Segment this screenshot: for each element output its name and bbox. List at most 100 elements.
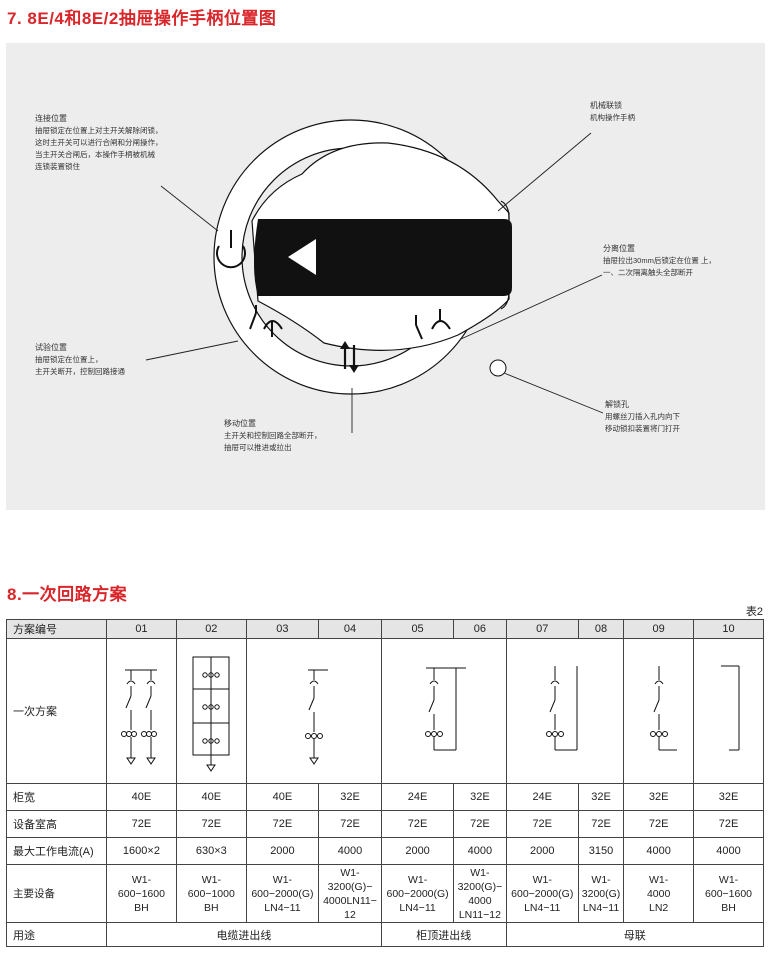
device-line: LN4−11 (264, 901, 301, 914)
table-cell: 2000 (245, 837, 320, 865)
row-label: 方案编号 (6, 619, 107, 639)
circuit-diagram-icon (304, 669, 328, 765)
circuit-diagram-icon (545, 665, 578, 750)
scheme-number: 06 (453, 619, 507, 639)
table-cell: 2000 (380, 837, 455, 865)
table-cell: 72E (245, 810, 320, 838)
circuit-diagram-icon (121, 669, 158, 765)
table-cell: 72E (453, 810, 507, 838)
table-cell: 32E (318, 783, 382, 811)
table-row: 方案编号 01 02 03 04 05 06 07 08 09 10 (6, 619, 764, 639)
test-line2: 主开关断开，控制回路接通 (35, 367, 125, 376)
row-label: 一次方案 (6, 638, 107, 784)
move-line1: 主开关和控制回路全部断开， (224, 431, 322, 440)
device-line: LN2 (648, 901, 669, 914)
table-row: 用途 电缆进出线 柜顶进出线 母联 (6, 922, 765, 947)
device-line: LN4−11 (399, 901, 436, 914)
table-row: 一次方案 (6, 638, 764, 784)
connect-position-label: 连接位置 抽屉锁定在位置上对主开关解除闭锁， 这时主开关可以进行合闸和分闸操作，… (35, 113, 163, 173)
connect-line3: 当主开关合闸后，本操作手柄被机械 (35, 150, 155, 159)
device-line: 3200(G) (581, 887, 621, 900)
row-label: 柜宽 (6, 783, 107, 811)
table-cell: 4000 (453, 837, 507, 865)
table-cell: 40E (175, 783, 247, 811)
table-cell: 32E (693, 783, 764, 811)
table-cell: 72E (106, 810, 177, 838)
device-line: 12 (344, 908, 356, 921)
move-arrows-icon (340, 341, 359, 373)
table-row: 柜宽 40E 40E 40E 32E 24E 32E 24E 32E 32E 3… (6, 783, 764, 811)
row-label: 主要设备 (6, 864, 107, 923)
device-line: 600−2000(G) (251, 887, 314, 900)
device-line: LN11−12 (458, 908, 501, 921)
device-line: W1- (591, 873, 611, 886)
table-cell: 630×3 (175, 837, 247, 865)
device-line: W1- (340, 866, 360, 879)
table-cell: 72E (505, 810, 579, 838)
table-cell: 72E (623, 810, 695, 838)
device-line: BH (721, 901, 736, 914)
device-line: W1- (201, 873, 221, 886)
move-line2: 抽屉可以推进或拉出 (224, 443, 292, 452)
unlock-hole (489, 359, 507, 377)
circuit-diagram-icon (649, 665, 677, 750)
device-line: 4000 (646, 887, 671, 900)
device-line: W1- (649, 873, 669, 886)
table-row: 最大工作电流(A) 1600×2 630×3 2000 4000 2000 40… (6, 837, 764, 865)
handle-position-diagram: 连接位置 抽屉锁定在位置上对主开关解除闭锁， 这时主开关可以进行合闸和分闸操作，… (6, 43, 765, 510)
device-line: W1- (718, 873, 739, 886)
table-row: 设备室高 72E 72E 72E 72E 72E 72E 72E 72E 72E… (6, 810, 764, 838)
device-line: BH (134, 901, 149, 914)
scheme-number: 09 (623, 619, 695, 639)
scheme-diagram-05-06 (380, 638, 507, 784)
table-cell: 72E (693, 810, 764, 838)
table-cell: 3150 (577, 837, 625, 865)
connect-symbol-icon (216, 245, 246, 269)
table-cell: 电缆进出线 (106, 922, 382, 947)
connect-line1: 抽屉锁定在位置上对主开关解除闭锁， (35, 126, 163, 135)
scheme-number: 08 (577, 619, 625, 639)
table-cell: 柜顶进出线 (380, 922, 507, 947)
device-line: 4000LN11− (323, 894, 377, 907)
scheme-diagram-01 (106, 638, 177, 784)
table-cell: 32E (453, 783, 507, 811)
separate-position-label: 分离位置 抽屉拉出30mm后锁定在位置 上， 一、二次隔离触头全部断开 (603, 243, 716, 279)
move-position-label: 移动位置 主开关和控制回路全部断开， 抽屉可以推进或拉出 (224, 418, 322, 454)
row-label: 用途 (6, 922, 107, 947)
device-line: 600−1000 (187, 887, 235, 900)
test-position-label: 试验位置 抽屉锁定在位置上， 主开关断开，控制回路接通 (35, 342, 125, 378)
scheme-diagram-09 (623, 638, 695, 784)
sep-line2: 一、二次隔离触头全部断开 (603, 268, 693, 277)
unlock-hole-label: 解锁孔 用螺丝刀插入孔内向下 移动锁扣装置将门打开 (605, 399, 680, 435)
device-line: W1- (131, 873, 152, 886)
move-title: 移动位置 (224, 419, 256, 428)
scheme-number: 07 (505, 619, 579, 639)
device-line: W1- (470, 866, 490, 879)
test-line1: 抽屉锁定在位置上， (35, 355, 103, 364)
mech-interlock-label: 机械联锁 机构操作手柄 (590, 100, 635, 124)
connect-title: 连接位置 (35, 114, 67, 123)
circuit-diagram-icon (424, 667, 466, 750)
scheme-number: 02 (175, 619, 247, 639)
table-cell: W1-600−2000(G)LN4−11 (505, 864, 579, 923)
table-cell: 2000 (505, 837, 579, 865)
primary-circuit-table: 方案编号 01 02 03 04 05 06 07 08 09 10 一次方案 (6, 619, 765, 947)
device-line: 600−1600 (117, 887, 165, 900)
table-cell: 72E (318, 810, 382, 838)
table-cell: 24E (505, 783, 579, 811)
device-line: 600−2000(G) (386, 887, 449, 900)
scheme-diagram-07-08 (505, 638, 625, 784)
device-line: 4000 (468, 894, 492, 907)
scheme-diagram-10 (693, 638, 764, 784)
device-line: LN4−11 (524, 901, 561, 914)
table-cell: 72E (175, 810, 247, 838)
device-line: 600−2000(G) (511, 887, 574, 900)
connect-line4: 连锁装置锁住 (35, 162, 80, 171)
circuit-diagram-icon (720, 665, 740, 750)
connect-line2: 这时主开关可以进行合闸和分闸操作， (35, 138, 163, 147)
